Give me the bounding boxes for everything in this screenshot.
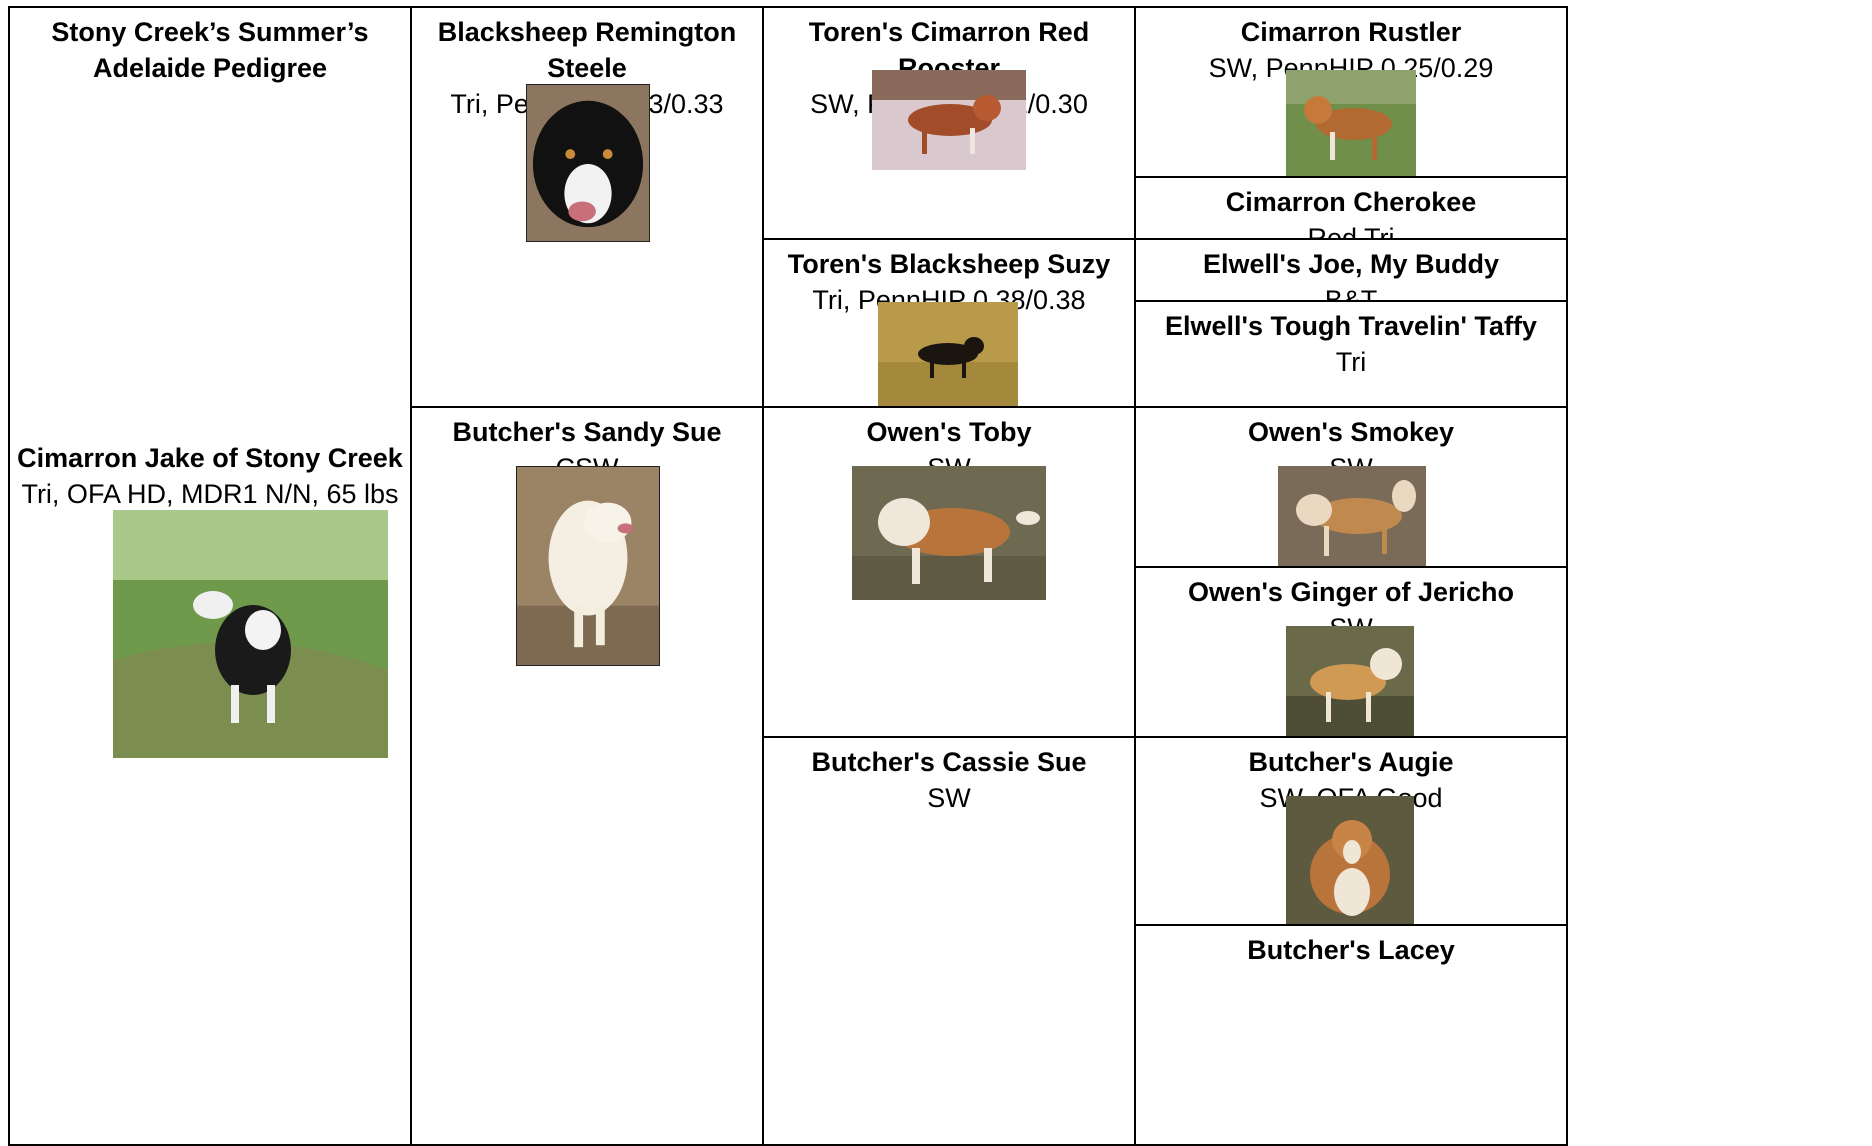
gen3-cell-6: Owen's Ginger of Jericho SW: [1134, 566, 1568, 738]
gen1-bottom-photo: [516, 466, 660, 666]
gen3-6-name: Owen's Ginger of Jericho: [1188, 577, 1514, 607]
gen3-5-photo: [1278, 466, 1426, 566]
pedigree-title: Stony Creek’s Summer’s Adelaide Pedigree: [51, 17, 369, 83]
gen3-cell-5: Owen's Smokey SW: [1134, 406, 1568, 568]
gen2-2-name: Toren's Blacksheep Suzy: [787, 249, 1111, 279]
gen2-3-name: Owen's Toby: [866, 417, 1032, 447]
gen1-top-photo: [526, 84, 650, 242]
gen3-cell-3: Elwell's Joe, My Buddy B&T: [1134, 238, 1568, 302]
gen3-2-description: Red Tri: [1307, 223, 1395, 240]
gen3-3-description: B&T: [1324, 285, 1378, 302]
gen3-cell-4: Elwell's Tough Travelin' Taffy Tri: [1134, 300, 1568, 408]
gen3-4-description: Tri: [1335, 347, 1367, 377]
gen3-cell-7: Butcher's Augie SW, OFA Good: [1134, 736, 1568, 926]
gen1-top-name: Blacksheep Remington Steele: [437, 17, 737, 83]
gen1-bottom-name: Butcher's Sandy Sue: [452, 417, 722, 447]
sire-gen1-bottom-cell: Butcher's Sandy Sue CSW: [410, 406, 764, 1146]
gen2-2-photo: [878, 302, 1018, 406]
gen3-7-photo: [1286, 796, 1414, 924]
gen3-cell-8: Butcher's Lacey: [1134, 924, 1568, 1146]
gen3-cell-2: Cimarron Cherokee Red Tri: [1134, 176, 1568, 240]
gen2-cell-1: Toren's Cimarron Red Rooster SW, PennHIP…: [762, 6, 1136, 240]
gen2-cell-4: Butcher's Cassie Sue SW: [762, 736, 1136, 1146]
gen3-2-name: Cimarron Cherokee: [1225, 187, 1477, 217]
sire-gen1-top-cell: Blacksheep Remington Steele Tri, PennHIP…: [410, 6, 764, 408]
sire-description: Tri, OFA HD, MDR1 N/N, 65 lbs: [21, 479, 399, 509]
gen2-1-photo: [872, 70, 1026, 170]
gen2-4-description: SW: [927, 783, 971, 813]
gen2-cell-3: Owen's Toby SW: [762, 406, 1136, 738]
pedigree-root-cell: Stony Creek’s Summer’s Adelaide Pedigree…: [8, 6, 412, 1146]
gen3-8-name: Butcher's Lacey: [1247, 935, 1455, 965]
gen2-3-photo: [852, 466, 1046, 600]
gen3-7-name: Butcher's Augie: [1248, 747, 1454, 777]
sire-photo: [113, 510, 388, 758]
gen3-3-name: Elwell's Joe, My Buddy: [1203, 249, 1499, 279]
gen3-6-photo: [1286, 626, 1414, 736]
gen3-5-name: Owen's Smokey: [1247, 417, 1454, 447]
gen3-4-name: Elwell's Tough Travelin' Taffy: [1165, 311, 1537, 341]
gen3-1-photo: [1286, 70, 1416, 176]
gen3-1-name: Cimarron Rustler: [1240, 17, 1462, 47]
gen2-4-name: Butcher's Cassie Sue: [811, 747, 1087, 777]
sire-name: Cimarron Jake of Stony Creek: [17, 443, 403, 473]
gen3-cell-1: Cimarron Rustler SW, PennHIP 0.25/0.29: [1134, 6, 1568, 178]
gen2-cell-2: Toren's Blacksheep Suzy Tri, PennHIP 0.3…: [762, 238, 1136, 408]
